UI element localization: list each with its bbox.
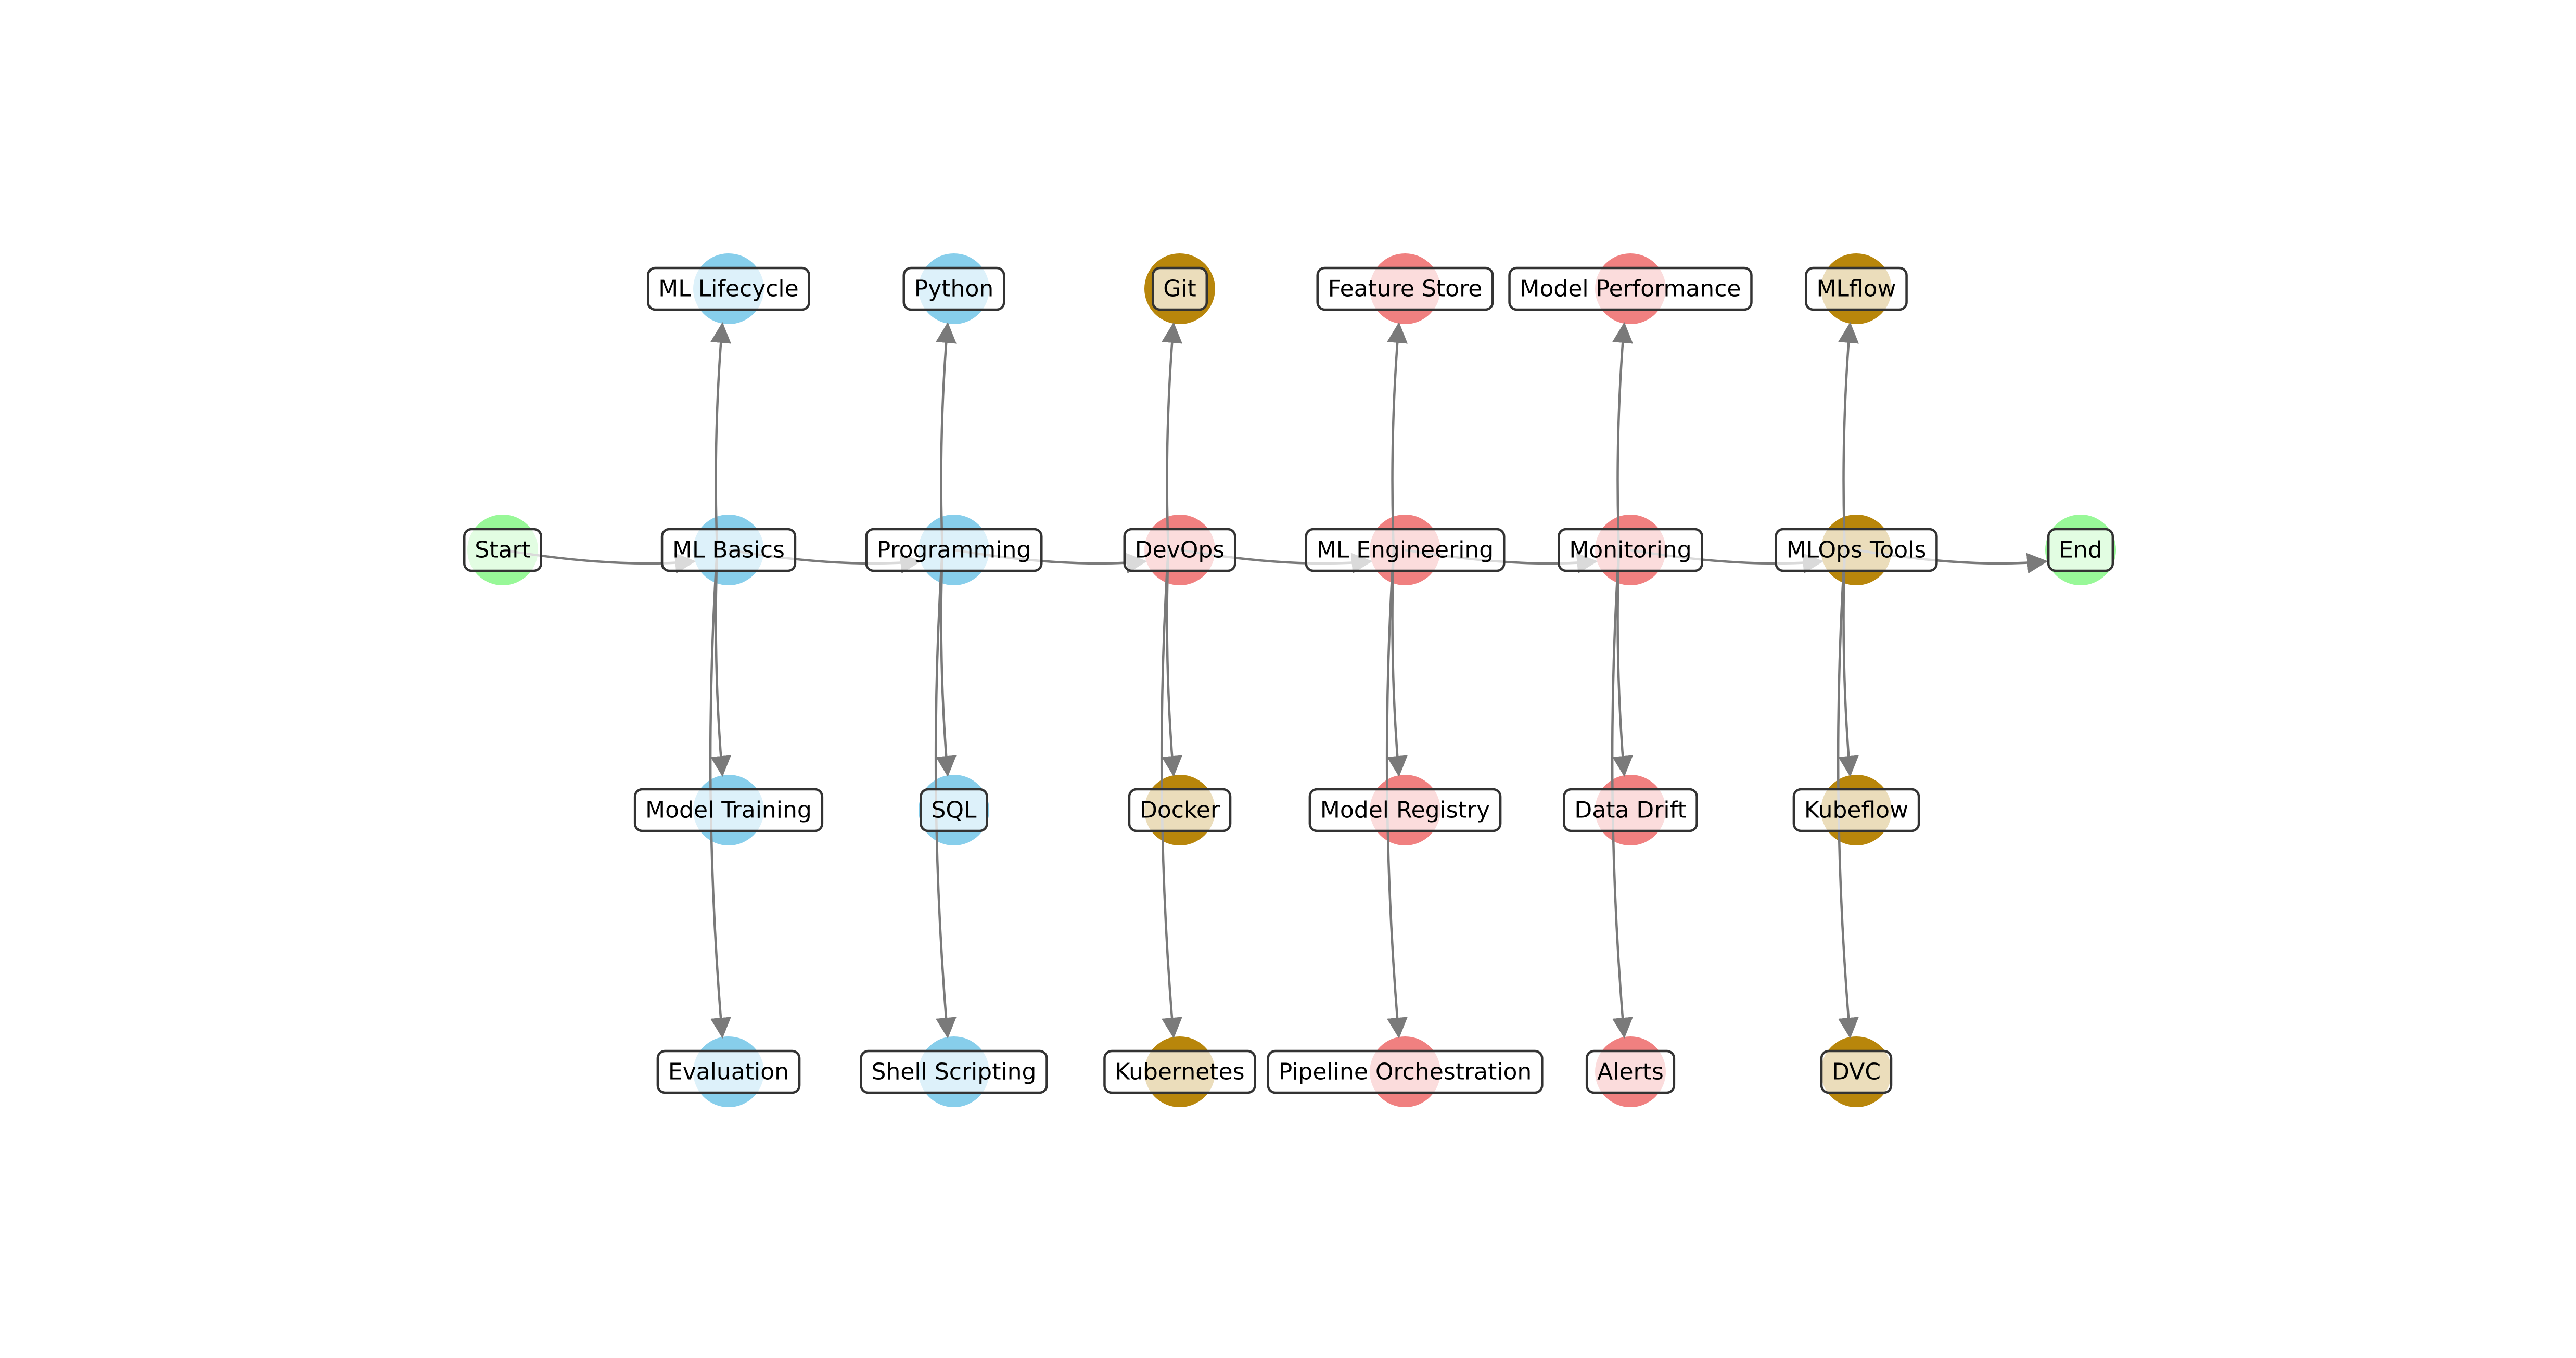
- node-label-ml-basics: ML Basics: [672, 537, 785, 563]
- node-label-kubernetes: Kubernetes: [1115, 1059, 1244, 1085]
- node-mlops-tools: MLOps Tools: [1775, 528, 1938, 572]
- edge-mlops-tools-to-mlflow: [1838, 322, 1859, 550]
- node-label-box-sql: [920, 788, 988, 832]
- node-label-box-ml-lifecycle: [647, 266, 810, 311]
- node-label-box-programming: [865, 528, 1043, 572]
- node-label-box-model-training: [633, 788, 824, 832]
- node-label-box-model-registry: [1308, 788, 1502, 832]
- edge-devops-to-git: [1162, 322, 1182, 550]
- node-label-box-ml-engineering: [1305, 528, 1506, 572]
- node-label-model-registry: Model Registry: [1320, 797, 1490, 824]
- node-python: Python: [902, 266, 1005, 311]
- node-label-box-dvc: [1820, 1049, 1893, 1094]
- edges-layer: [502, 322, 2048, 1039]
- node-label-model-performance: Model Performance: [1520, 276, 1741, 302]
- node-label-box-end: [2047, 528, 2114, 572]
- node-monitoring: Monitoring: [1558, 528, 1703, 572]
- node-data-drift: Data Drift: [1563, 788, 1698, 832]
- node-git: Git: [1151, 266, 1208, 311]
- node-kubeflow: Kubeflow: [1792, 788, 1920, 832]
- node-label-model-training: Model Training: [645, 797, 812, 824]
- node-alerts: Alerts: [1585, 1049, 1676, 1094]
- edge-ml-engineering-to-feature-store: [1387, 322, 1408, 550]
- node-label-mlops-tools: MLOps Tools: [1787, 537, 1927, 563]
- node-label-box-data-drift: [1563, 788, 1698, 832]
- node-label-box-ml-basics: [660, 528, 797, 572]
- node-label-pipeline-orchestration: Pipeline Orchestration: [1279, 1059, 1532, 1085]
- node-label-box-pipeline-orchestration: [1267, 1049, 1544, 1094]
- node-label-devops: DevOps: [1135, 537, 1225, 563]
- node-ml-basics: ML Basics: [660, 528, 797, 572]
- node-label-feature-store: Feature Store: [1328, 276, 1483, 302]
- node-label-ml-lifecycle: ML Lifecycle: [658, 276, 798, 302]
- node-end: End: [2047, 528, 2114, 572]
- node-label-box-alerts: [1585, 1049, 1676, 1094]
- node-label-data-drift: Data Drift: [1574, 797, 1686, 824]
- node-label-mlflow: MLflow: [1816, 276, 1896, 302]
- node-label-alerts: Alerts: [1597, 1059, 1664, 1085]
- node-label-shell-scripting: Shell Scripting: [872, 1059, 1037, 1085]
- node-start: Start: [463, 528, 542, 572]
- node-pipeline-orchestration: Pipeline Orchestration: [1267, 1049, 1544, 1094]
- node-ml-engineering: ML Engineering: [1305, 528, 1506, 572]
- node-label-start: Start: [475, 537, 531, 563]
- node-feature-store: Feature Store: [1316, 266, 1494, 311]
- node-label-sql: SQL: [931, 797, 977, 824]
- node-label-kubeflow: Kubeflow: [1804, 797, 1908, 824]
- node-programming: Programming: [865, 528, 1043, 572]
- edge-ml-basics-to-ml-lifecycle: [710, 322, 731, 550]
- node-docker: Docker: [1128, 788, 1232, 832]
- node-model-training: Model Training: [633, 788, 824, 832]
- node-label-programming: Programming: [877, 537, 1031, 563]
- node-label-box-mlops-tools: [1775, 528, 1938, 572]
- node-label-ml-engineering: ML Engineering: [1317, 537, 1494, 563]
- node-label-box-evaluation: [656, 1049, 801, 1094]
- node-model-performance: Model Performance: [1508, 266, 1753, 311]
- node-label-python: Python: [914, 276, 994, 302]
- node-label-docker: Docker: [1140, 797, 1220, 824]
- node-label-git: Git: [1163, 276, 1196, 302]
- node-label-box-kubeflow: [1792, 788, 1920, 832]
- node-label-monitoring: Monitoring: [1569, 537, 1691, 563]
- edge-programming-to-python: [936, 322, 957, 550]
- node-devops: DevOps: [1123, 528, 1236, 572]
- node-label-box-model-performance: [1508, 266, 1753, 311]
- node-label-box-devops: [1123, 528, 1236, 572]
- node-label-box-monitoring: [1558, 528, 1703, 572]
- node-label-box-mlflow: [1805, 266, 1908, 311]
- node-label-box-shell-scripting: [860, 1049, 1048, 1094]
- node-circles-layer: [467, 253, 2116, 1107]
- edge-monitoring-to-model-performance: [1612, 322, 1633, 550]
- node-label-box-git: [1151, 266, 1208, 311]
- node-label-box-kubernetes: [1103, 1049, 1256, 1094]
- node-mlflow: MLflow: [1805, 266, 1908, 311]
- node-label-box-start: [463, 528, 542, 572]
- node-label-evaluation: Evaluation: [668, 1059, 789, 1085]
- node-dvc: DVC: [1820, 1049, 1893, 1094]
- node-ml-lifecycle: ML Lifecycle: [647, 266, 810, 311]
- node-shell-scripting: Shell Scripting: [860, 1049, 1048, 1094]
- node-label-end: End: [2059, 537, 2102, 563]
- node-label-box-python: [902, 266, 1005, 311]
- node-model-registry: Model Registry: [1308, 788, 1502, 832]
- node-label-dvc: DVC: [1832, 1059, 1881, 1085]
- node-label-box-feature-store: [1316, 266, 1494, 311]
- node-sql: SQL: [920, 788, 988, 832]
- node-kubernetes: Kubernetes: [1103, 1049, 1256, 1094]
- node-evaluation: Evaluation: [656, 1049, 801, 1094]
- node-label-box-docker: [1128, 788, 1232, 832]
